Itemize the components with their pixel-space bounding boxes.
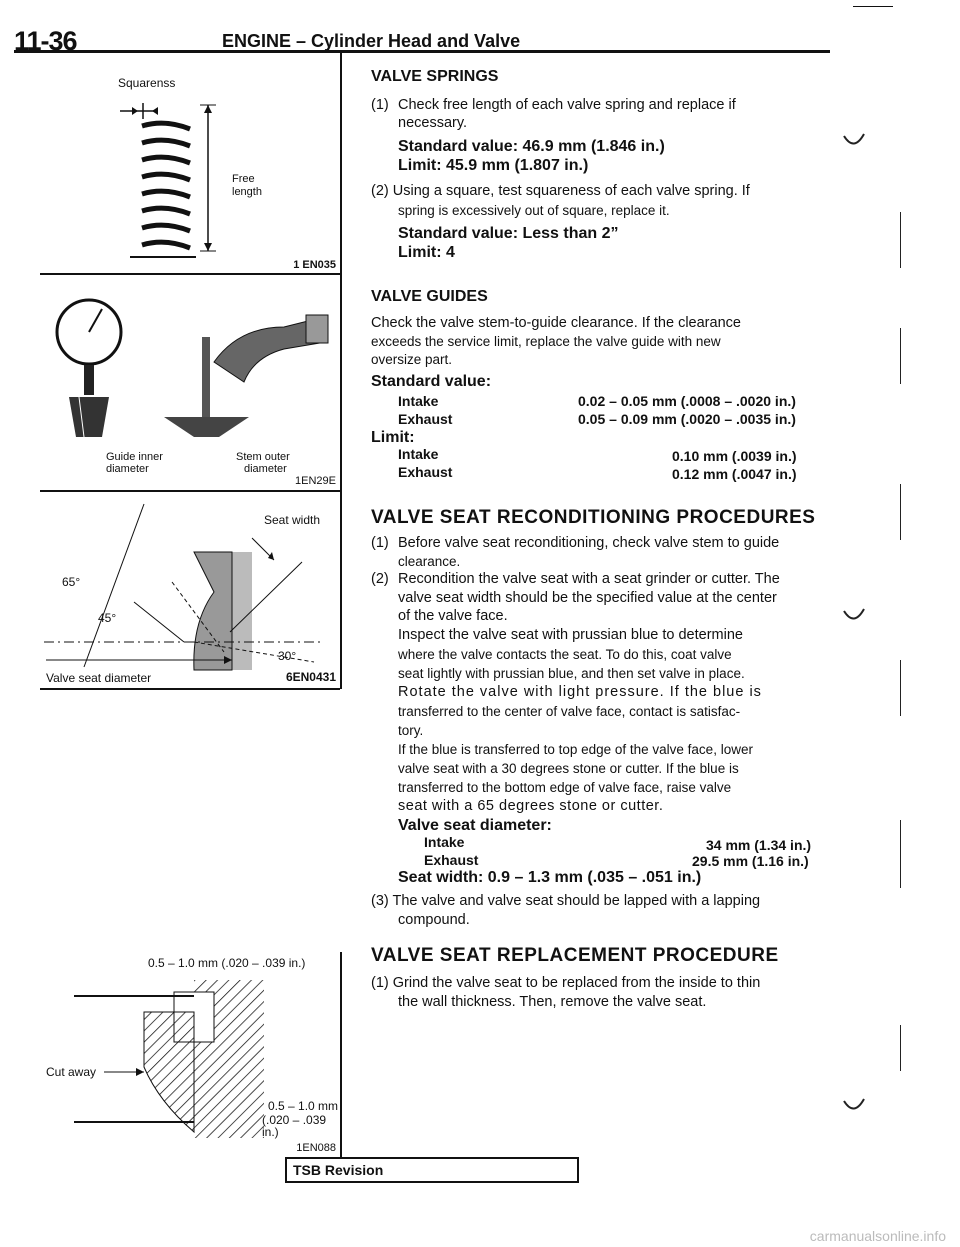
fig2-label-guide-2: diameter xyxy=(106,463,149,475)
fig1-label-squareness: Squarenss xyxy=(118,76,176,90)
binding-mark xyxy=(843,1098,865,1110)
springs-step2-line2: spring is excessively out of square, rep… xyxy=(398,203,670,218)
recond-s2-line3: of the valve face. xyxy=(398,608,508,624)
recond-s2-line11: valve seat with a 30 degrees stone or cu… xyxy=(398,761,739,776)
recond-s1-line1: Before valve seat reconditioning, check … xyxy=(398,535,780,551)
fig3-code: 6EN0431 xyxy=(285,670,336,684)
recond-s2-line13: seat with a 65 degrees stone or cutter. xyxy=(398,798,664,814)
replacement-s1-line1: (1) Grind the valve seat to be replaced … xyxy=(371,975,761,991)
recond-s2-line2: valve seat width should be the specified… xyxy=(398,590,777,606)
fig4-code: 1EN088 xyxy=(296,1142,336,1154)
fig3-label-seat-width: Seat width xyxy=(264,513,321,527)
seat-diameter-intake-label: Intake xyxy=(424,834,465,850)
recond-s2-line7: Rotate the valve with light pressure. If… xyxy=(398,684,762,700)
figure-spring: Squarenss Free length 1 EN035 xyxy=(40,53,340,273)
seat-width-spec: Seat width: 0.9 – 1.3 mm (.035 – .051 in… xyxy=(398,869,702,886)
fig3-angle-30: 30° xyxy=(278,649,297,663)
fig4-label-right-2: (.020 – .039 in.) xyxy=(262,1113,327,1139)
watermark: carmanualsonline.info xyxy=(809,1228,946,1244)
reconditioning-heading: VALVE SEAT RECONDITIONING PROCEDURES xyxy=(371,507,816,528)
springs-limit-1: Limit: 45.9 mm (1.807 in.) xyxy=(398,157,589,174)
recond-s2-line6: seat lightly with prussian blue, and the… xyxy=(398,666,745,681)
margin-tick xyxy=(900,820,901,888)
margin-tick xyxy=(900,484,901,540)
figure-guide-measure: Guide inner diameter Stem outer diameter… xyxy=(40,273,340,492)
seat-diameter-intake-value: 34 mm (1.34 in.) xyxy=(706,837,812,853)
guides-std-intake-value: 0.02 – 0.05 mm (.0008 – .0020 in.) xyxy=(578,393,796,409)
valve-springs-heading: VALVE SPRINGS xyxy=(371,68,499,85)
margin-tick xyxy=(900,328,901,384)
tsb-revision-box: TSB Revision xyxy=(285,1157,579,1183)
guides-standard-label: Standard value: xyxy=(371,373,492,390)
fig2-label-guide-1: Guide inner xyxy=(106,451,163,463)
guides-lim-exhaust-value: 0.12 mm (.0047 in.) xyxy=(672,466,797,482)
fig4-label-cut-away: Cut away xyxy=(46,1065,97,1079)
springs-step1-line2: necessary. xyxy=(398,115,468,131)
recond-s2-line10: If the blue is transferred to top edge o… xyxy=(398,742,753,757)
recond-s1-num: (1) xyxy=(371,535,389,551)
guides-limit-label: Limit: xyxy=(371,429,415,446)
recond-s2-line8: transferred to the center of valve face,… xyxy=(398,704,741,719)
guides-std-exhaust-value: 0.05 – 0.09 mm (.0020 – .0035 in.) xyxy=(578,411,796,427)
margin-tick xyxy=(900,212,901,268)
corner-rule xyxy=(853,6,893,7)
fig2-label-stem-1: Stem outer xyxy=(236,451,290,463)
guides-line2: exceeds the service limit, replace the v… xyxy=(371,334,721,349)
figure-cut-away: 0.5 – 1.0 mm (.020 – .039 in.) Cut away … xyxy=(40,952,342,1157)
fig4-label-right-1: 0.5 – 1.0 mm xyxy=(268,1099,339,1113)
springs-step1-num: (1) xyxy=(371,97,389,113)
guides-lim-intake-value: 0.10 mm (.0039 in.) xyxy=(672,448,797,464)
recond-s3-line2: compound. xyxy=(398,912,470,928)
margin-tick xyxy=(900,660,901,716)
fig2-code: 1EN29E xyxy=(295,475,336,487)
guides-std-intake-label: Intake xyxy=(398,393,439,409)
recond-s2-line5: where the valve contacts the seat. To do… xyxy=(398,647,732,662)
seat-diameter-exhaust-label: Exhaust xyxy=(424,852,479,868)
seat-diameter-label: Valve seat diameter: xyxy=(398,817,552,834)
cut-away-illustration xyxy=(74,980,264,1138)
fig1-label-length: length xyxy=(232,186,262,198)
binding-mark xyxy=(843,133,865,145)
springs-step1-line1: Check free length of each valve spring a… xyxy=(398,97,736,113)
springs-step2-line1: (2) Using a square, test squareness of e… xyxy=(371,183,750,199)
tsb-revision-label: TSB Revision xyxy=(293,1162,384,1178)
fig1-label-free: Free xyxy=(232,173,255,185)
seat-angle-illustration xyxy=(44,503,324,671)
guides-std-exhaust-label: Exhaust xyxy=(398,411,453,427)
recond-s1-line2: clearance. xyxy=(398,554,461,569)
binding-mark xyxy=(843,608,865,620)
header-rule xyxy=(14,50,830,53)
seat-diameter-exhaust-value: 29.5 mm (1.16 in.) xyxy=(692,853,809,869)
fig3-angle-65: 65° xyxy=(62,575,81,589)
fig2-label-stem-2: diameter xyxy=(244,463,287,475)
guides-lim-exhaust-label: Exhaust xyxy=(398,464,453,480)
fig3-angle-45: 45° xyxy=(98,611,117,625)
recond-s2-line1: Recondition the valve seat with a seat g… xyxy=(398,571,780,587)
figure-column-divider xyxy=(340,53,342,689)
guides-line1: Check the valve stem-to-guide clearance.… xyxy=(371,315,741,331)
springs-standard-2: Standard value: Less than 2” xyxy=(398,225,619,242)
figure-seat-angles: Seat width 65° 45° 30° Valve seat diamet… xyxy=(40,490,340,690)
guides-lim-intake-label: Intake xyxy=(398,446,439,462)
recond-s2-num: (2) xyxy=(371,571,389,587)
fig4-label-top: 0.5 – 1.0 mm (.020 – .039 in.) xyxy=(148,956,306,970)
guides-line3: oversize part. xyxy=(371,352,453,367)
recond-s2-line9: tory. xyxy=(398,723,424,738)
fig1-code: 1 EN035 xyxy=(293,259,336,271)
recond-s3-line1: (3) The valve and valve seat should be l… xyxy=(371,893,761,909)
replacement-heading: VALVE SEAT REPLACEMENT PROCEDURE xyxy=(371,945,779,966)
margin-tick xyxy=(900,1025,901,1071)
springs-standard-1: Standard value: 46.9 mm (1.846 in.) xyxy=(398,138,665,155)
recond-s2-line12: transferred to the bottom edge of valve … xyxy=(398,780,732,795)
gauge-illustration xyxy=(55,298,329,438)
springs-limit-2: Limit: 4 xyxy=(398,244,455,261)
valve-guides-heading: VALVE GUIDES xyxy=(371,288,488,305)
spring-illustration xyxy=(120,103,216,258)
replacement-s1-line2: the wall thickness. Then, remove the val… xyxy=(398,994,707,1010)
fig3-label-diameter: Valve seat diameter xyxy=(46,671,152,685)
recond-s2-line4: Inspect the valve seat with prussian blu… xyxy=(398,627,743,643)
page-title: ENGINE – Cylinder Head and Valve xyxy=(222,31,521,51)
